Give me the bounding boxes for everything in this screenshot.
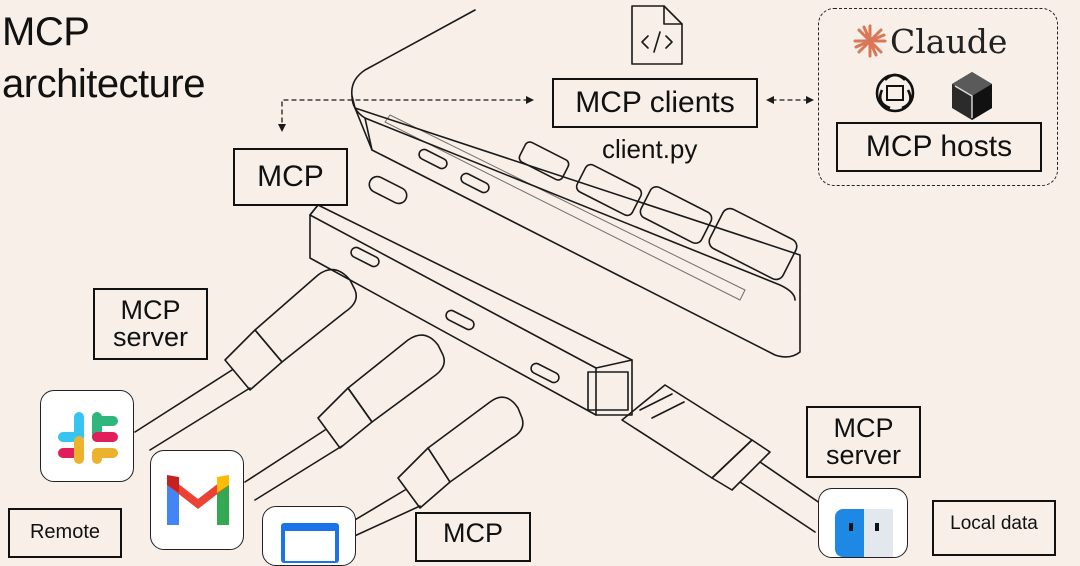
dashed-connector-laptop-clients [281, 99, 529, 131]
hub-port [445, 309, 475, 331]
title-line-2: architecture [2, 62, 205, 106]
laptop-lid-edge [350, 9, 801, 291]
claude-asterisk-icon [853, 24, 887, 58]
mcp-hosts-group [818, 8, 1058, 186]
hub-port [350, 246, 380, 268]
mcp-server-left-box: MCP server [93, 288, 208, 360]
usb-c-cable-3 [327, 396, 524, 539]
hub-body [309, 204, 633, 416]
usb-c-cable-1 [134, 268, 358, 451]
laptop-port [460, 172, 490, 194]
gmail-icon [150, 450, 244, 550]
remote-box: Remote [8, 508, 122, 558]
openai-icon [875, 73, 915, 113]
client-file-label: client.py [602, 134, 698, 164]
laptop-speaker-grille [384, 114, 746, 301]
laptop-base-side [354, 107, 801, 358]
cursor-icon [952, 72, 992, 120]
mcp-bottom-box: MCP [415, 512, 531, 562]
mcp-hosts-label: MCP hosts [865, 130, 1013, 163]
finder-icon [818, 488, 908, 558]
calendar-icon [262, 506, 356, 566]
slack-icon [40, 390, 134, 482]
laptop-key [575, 163, 643, 217]
page-title: MCP architecture [2, 6, 205, 110]
hub-usb-a-end [587, 371, 629, 411]
claude-wordmark: Claude [890, 22, 1008, 61]
mcp-clients-box: MCP clients [552, 78, 758, 128]
hub-port [530, 362, 560, 384]
mcp-box: MCP [233, 148, 348, 206]
laptop-key [639, 186, 713, 244]
code-file-icon [631, 5, 683, 65]
laptop-base-top [351, 95, 796, 301]
mcp-hosts-box: MCP hosts [836, 122, 1042, 172]
title-line-1: MCP [2, 10, 90, 54]
mcp-label: MCP [257, 160, 324, 193]
hub-plug [368, 175, 408, 205]
usb-a-plug-head [621, 384, 753, 479]
laptop-port [418, 148, 448, 170]
mcp-clients-label: MCP clients [575, 86, 735, 119]
usb-c-cable-2 [244, 334, 446, 501]
local-data-box: Local data [932, 500, 1056, 556]
usb-a-plug-neck [711, 439, 771, 491]
mcp-server-right-box: MCP server [806, 406, 921, 478]
architecture-illustration [134, 5, 992, 539]
laptop-key [518, 141, 570, 181]
laptop-key [708, 207, 798, 281]
